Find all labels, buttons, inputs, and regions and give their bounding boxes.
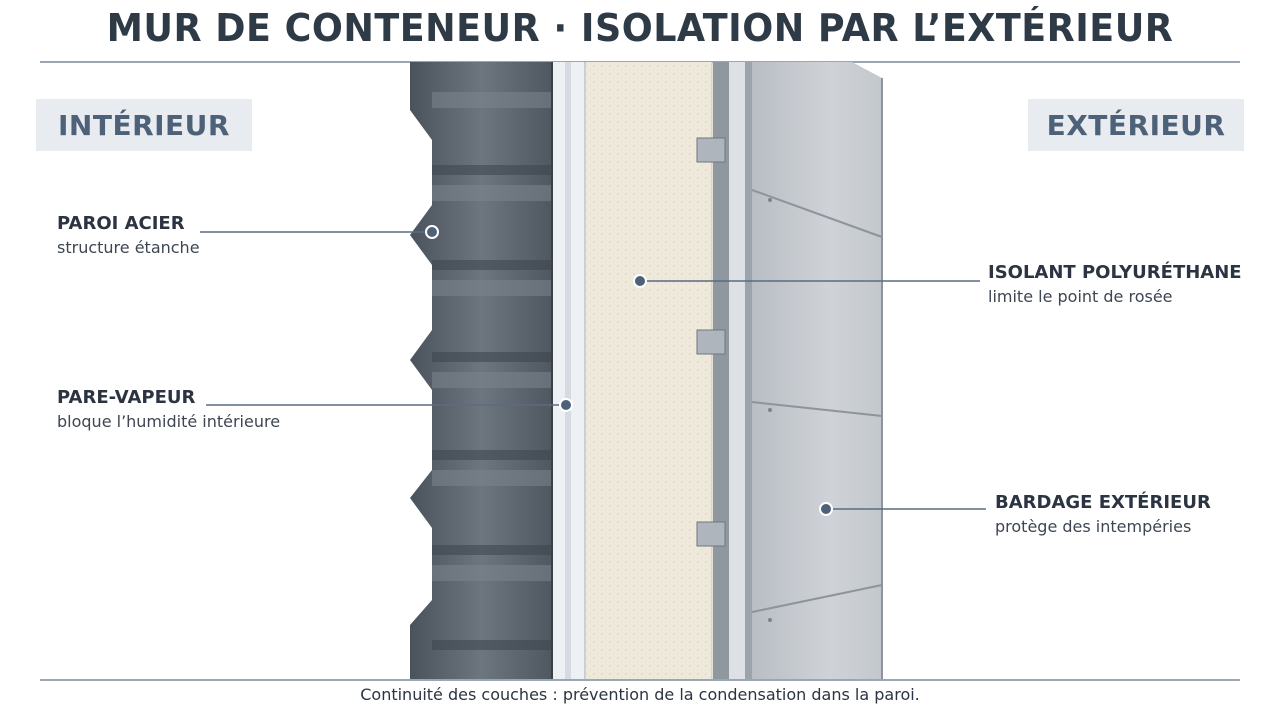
callout-isolant-title: ISOLANT POLYURÉTHANE: [988, 262, 1242, 283]
dot-paroi: [425, 225, 439, 239]
steel-wall: [410, 62, 553, 679]
callout-pare-vapeur-title: PARE-VAPEUR: [57, 387, 196, 408]
interior-label: INTÉRIEUR: [36, 99, 252, 151]
cladding-panels: [751, 62, 883, 679]
leader-dots: [425, 225, 833, 516]
mounting-rail: [696, 62, 752, 679]
callout-paroi-subtitle: structure étanche: [57, 238, 200, 257]
page-title: MUR DE CONTENEUR · ISOLATION PAR L’EXTÉR…: [106, 6, 1174, 50]
footer-caption: Continuité des couches : prévention de l…: [360, 685, 920, 704]
dot-bardage: [819, 502, 833, 516]
insulation-layer: [586, 62, 712, 679]
callout-bardage-title: BARDAGE EXTÉRIEUR: [995, 492, 1211, 513]
dot-pare-vapeur: [559, 398, 573, 412]
callout-pare-vapeur: PARE-VAPEUR bloque l’humidité intérieure: [57, 387, 280, 431]
leader-lines: [200, 231, 986, 510]
callout-isolant: ISOLANT POLYURÉTHANE limite le point de …: [988, 262, 1242, 306]
callout-bardage-subtitle: protège des intempéries: [995, 517, 1192, 536]
callout-pare-vapeur-subtitle: bloque l’humidité intérieure: [57, 412, 281, 431]
footer-divider: [40, 679, 1240, 681]
callout-paroi: PAROI ACIER structure étanche: [57, 213, 200, 257]
callout-isolant-subtitle: limite le point de rosée: [988, 287, 1173, 306]
dot-isolant: [633, 274, 647, 288]
callout-paroi-title: PAROI ACIER: [57, 213, 185, 234]
vapour-barrier: [553, 62, 586, 679]
callout-bardage: BARDAGE EXTÉRIEUR protège des intempérie…: [995, 492, 1211, 536]
exterior-label: EXTÉRIEUR: [1028, 99, 1244, 151]
